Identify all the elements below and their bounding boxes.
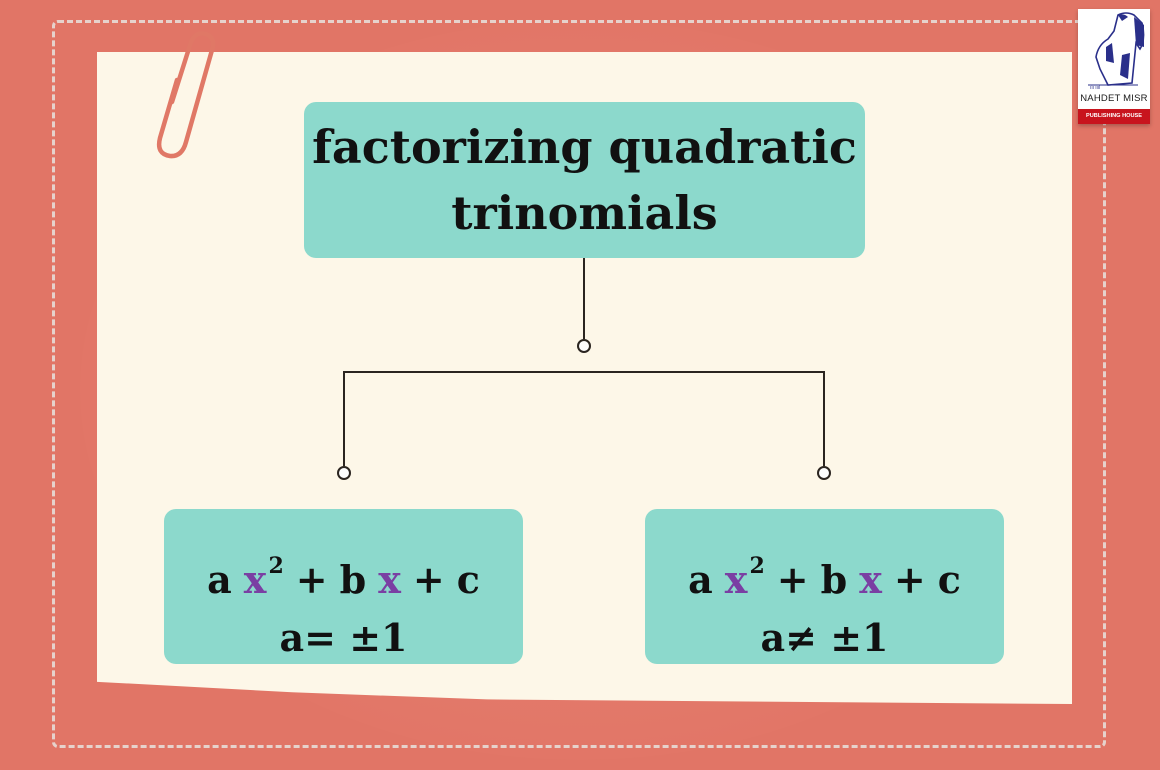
logo-name: NAHDET MISR	[1080, 93, 1148, 104]
variable-x: x	[243, 557, 267, 602]
dashed-frame	[52, 20, 1106, 748]
logo-subtitle: PUBLISHING HOUSE	[1078, 109, 1150, 124]
condition: a≠ ±1	[760, 615, 889, 660]
title-box: factorizing quadratic trinomials	[304, 102, 865, 258]
title-line-1: factorizing quadratic	[312, 120, 857, 174]
publisher-logo: ıíi ıiıl NAHDET MISR PUBLISHING HOUSE	[1078, 9, 1150, 124]
condition: a= ±1	[279, 615, 408, 660]
sphinx-figure-icon: ıíi ıiıl	[1088, 12, 1145, 91]
title-line-2: trinomials	[451, 186, 718, 240]
exponent: 2	[268, 553, 284, 579]
variable-x: x	[378, 557, 401, 602]
paperclip-icon	[156, 31, 216, 159]
variable-x: x	[724, 557, 748, 602]
variable-x: x	[859, 557, 882, 602]
svg-text:ıíi ıiıl: ıíi ıiıl	[1090, 85, 1100, 91]
exponent: 2	[749, 553, 765, 579]
